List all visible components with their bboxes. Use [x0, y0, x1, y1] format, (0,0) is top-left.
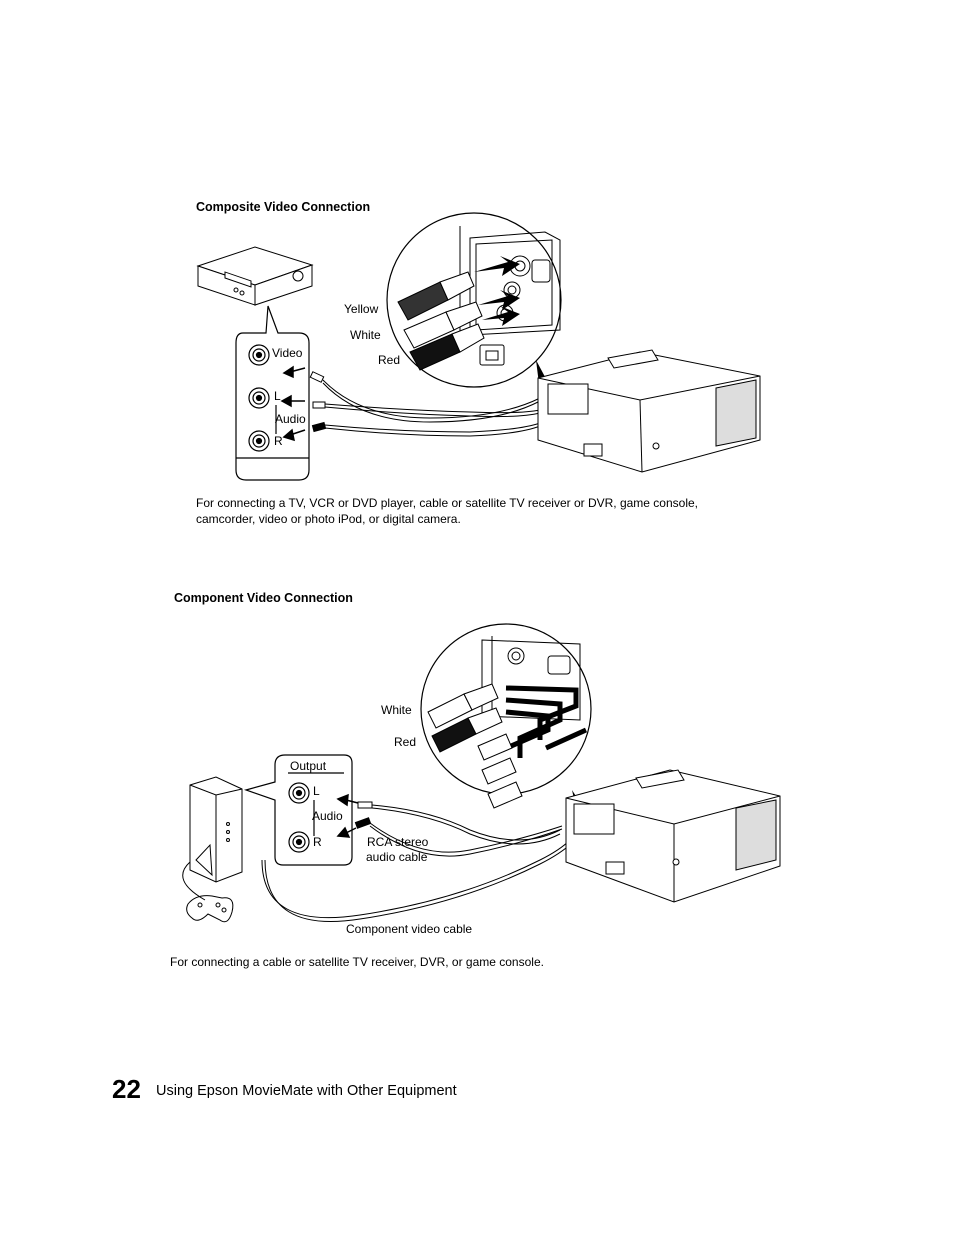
component-heading: Component Video Connection [174, 591, 353, 605]
component-output-panel [243, 754, 353, 866]
composite-caption-line1: For connecting a TV, VCR or DVD player, … [196, 496, 699, 510]
set-top-box-illustration [189, 776, 243, 883]
label-output: Output [290, 759, 327, 773]
label-white-2: White [381, 703, 412, 717]
projector-illustration-2 [565, 769, 781, 903]
game-controller-illustration [186, 895, 234, 923]
vcr-illustration [196, 246, 314, 306]
page-number: 22 [112, 1074, 141, 1104]
label-video: Video [272, 346, 303, 360]
projector-illustration-1 [537, 349, 761, 473]
label-r: R [274, 434, 283, 448]
label-white: White [350, 328, 381, 342]
label-audio-2: Audio [312, 809, 343, 823]
component-caption: For connecting a cable or satellite TV r… [170, 955, 544, 969]
label-red: Red [378, 353, 401, 367]
label-l-2: L [313, 784, 320, 798]
label-l: L [274, 389, 281, 403]
label-rca-line1: RCA stereo [367, 835, 429, 849]
label-r-2: R [313, 835, 322, 849]
label-audio: Audio [275, 412, 306, 426]
composite-caption-line2: camcorder, video or photo iPod, or digit… [196, 512, 461, 526]
label-yellow: Yellow [344, 302, 379, 316]
label-red-2: Red [394, 735, 417, 749]
label-component-cable: Component video cable [346, 922, 473, 936]
footer-title: Using Epson MovieMate with Other Equipme… [156, 1083, 457, 1099]
label-rca-line2: audio cable [366, 850, 428, 864]
composite-heading: Composite Video Connection [196, 200, 371, 214]
